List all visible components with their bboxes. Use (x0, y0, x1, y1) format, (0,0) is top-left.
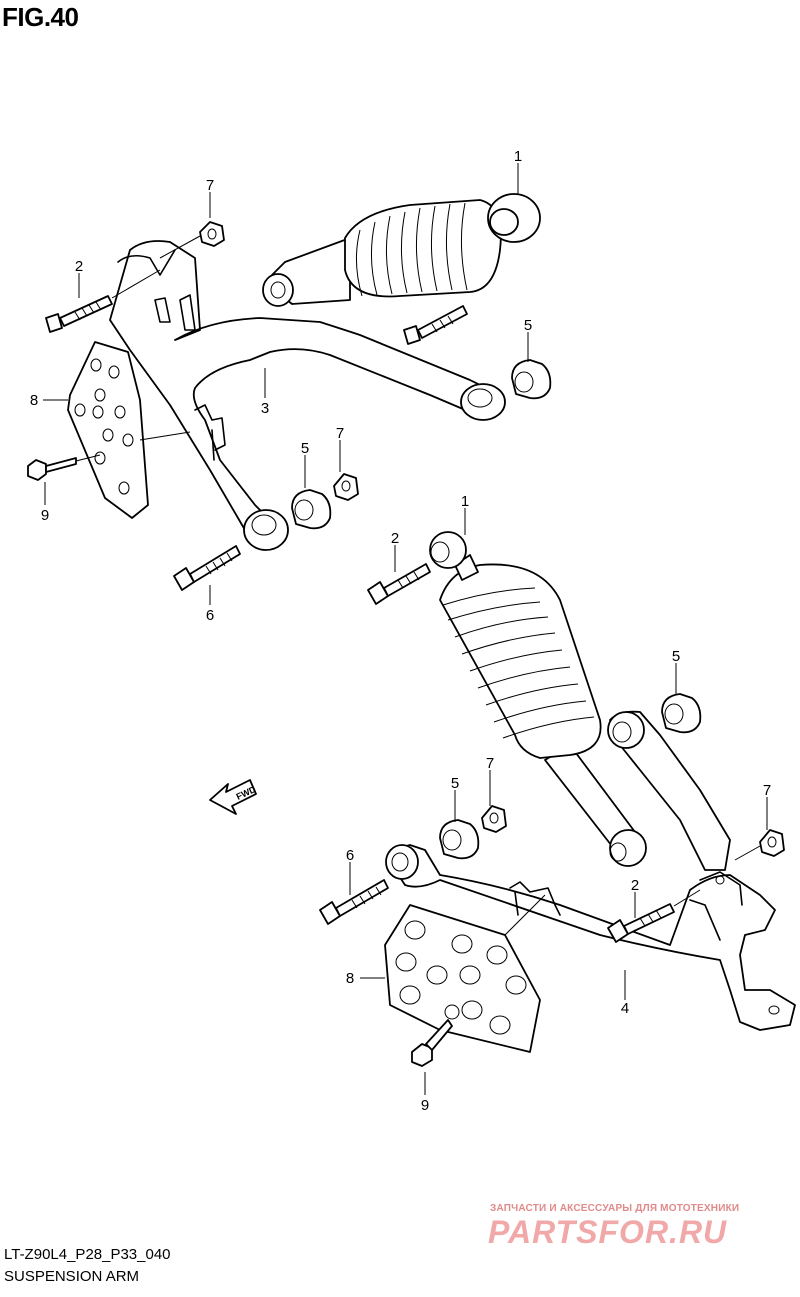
callout-lower-bushing-5b: 5 (451, 775, 459, 792)
watermark-logo: PARTSFOR.RU (488, 1214, 728, 1250)
callout-lower-bushing-5a: 5 (672, 648, 680, 665)
callout-lower-screw: 9 (421, 1097, 429, 1114)
lower-assembly (209, 508, 796, 1095)
callout-lower-nut-7a: 7 (486, 755, 494, 772)
upper-suspension-arm (109, 240, 506, 551)
upper-assembly (27, 163, 552, 605)
callout-lower-bolt-2a: 2 (391, 530, 399, 547)
callout-upper-nut-7a: 7 (206, 177, 214, 194)
callout-lower-nut-7b: 7 (763, 782, 771, 799)
lower-shock-absorber (429, 531, 647, 867)
callout-upper-nut-7b: 7 (336, 425, 344, 442)
upper-bolt-6 (173, 545, 241, 591)
upper-bolt-2 (45, 269, 161, 333)
lower-bushing-5-right (661, 693, 702, 734)
fwd-direction-arrow (209, 779, 257, 815)
callout-lower-bolt-2b: 2 (631, 877, 639, 894)
diagram-code: LT-Z90L4_P28_P33_040 (4, 1246, 171, 1263)
callout-upper-screw: 9 (41, 507, 49, 524)
lower-bolt-2-left (367, 563, 431, 605)
callout-upper-bolt-6: 6 (206, 607, 214, 624)
upper-screw-9 (27, 454, 101, 481)
upper-bushing-5-right (511, 359, 552, 400)
upper-bushing-5-left (291, 489, 332, 530)
callout-upper-arm: 3 (261, 400, 269, 417)
callout-upper-bushing-5b: 5 (301, 440, 309, 457)
callout-upper-plate: 8 (30, 392, 38, 409)
figure-title: FIG.40 (2, 2, 79, 32)
upper-nut-7-top (159, 221, 225, 259)
lower-nut-7-right (734, 829, 785, 861)
callout-lower-shock: 1 (461, 493, 469, 510)
upper-step-plate (67, 341, 191, 519)
upper-shock-absorber (262, 193, 541, 307)
lower-bolt-2-right (607, 889, 701, 943)
diagram-name: SUSPENSION ARM (4, 1268, 140, 1285)
callout-upper-bolt-2: 2 (75, 258, 83, 275)
lower-nut-7-left (481, 805, 507, 833)
callout-lower-arm: 4 (621, 1000, 629, 1017)
lower-suspension-arm (385, 710, 796, 1031)
lower-step-plate (384, 894, 546, 1053)
watermark-tagline: ЗАПЧАСТИ И АКСЕССУАРЫ ДЛЯ МОТОТЕХНИКИ (490, 1203, 740, 1214)
callout-upper-shock: 1 (514, 148, 522, 165)
callout-lower-plate: 8 (346, 970, 354, 987)
callout-lower-bolt-6: 6 (346, 847, 354, 864)
lower-bushing-5-left (439, 819, 480, 860)
callout-labels: 1 7 2 5 3 8 7 5 9 6 1 2 5 7 5 7 6 2 8 4 … (30, 148, 771, 1114)
lower-bolt-6 (319, 879, 389, 925)
lower-screw-9 (411, 1019, 453, 1067)
callout-upper-bushing-5a: 5 (524, 317, 532, 334)
upper-bolt-inner (403, 305, 468, 345)
upper-nut-7-mid (333, 473, 359, 501)
